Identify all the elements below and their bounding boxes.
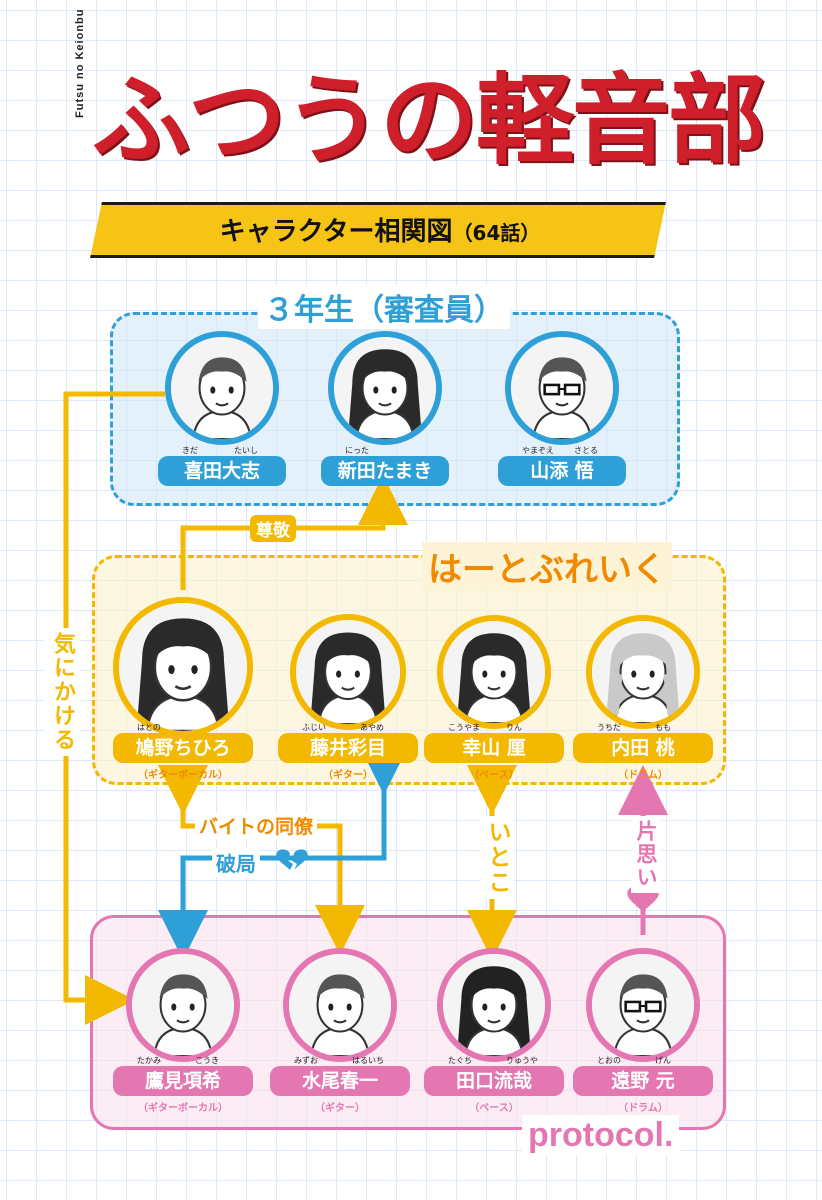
protocol-member-3-role: （ベース）: [469, 1103, 519, 1114]
girl-braids-portrait-icon: [592, 621, 694, 723]
girl-portrait-icon: [296, 620, 400, 724]
hartbreak-member-3-name: 幸山 厘: [424, 733, 564, 763]
hartbreak-member-4-name: 内田 桃: [573, 733, 713, 763]
hartbreak-member-2-portrait: [290, 614, 406, 730]
hartbreak-member-3-ruby-given: りん: [506, 723, 522, 732]
seniors-member-1-ruby-given: たいし: [234, 446, 258, 455]
seniors-member-1-name: 喜田大志: [158, 456, 286, 486]
hartbreak-member-4-role: （ドラム）: [618, 770, 668, 781]
coworker-label: バイトの同僚: [195, 812, 318, 839]
protocol-member-3-ruby-given: りゅうや: [506, 1056, 538, 1065]
protocol-member-2-portrait: [283, 948, 397, 1062]
protocol-member-1-role: （ギターボーカル）: [138, 1103, 228, 1114]
hartbreak-member-4-ruby-family: うちだ: [597, 723, 621, 732]
episode-label: （64話）: [452, 221, 541, 245]
hartbreak-member-2-name: 藤井彩目: [278, 733, 418, 763]
protocol-member-4-portrait: [586, 948, 700, 1062]
seniors-member-1-ruby-family: きだ: [182, 446, 198, 455]
boy-portrait-icon: [289, 954, 391, 1056]
cousin-label: いとこ: [480, 816, 514, 899]
protocol-member-2-role: （ギター）: [315, 1103, 365, 1114]
protocol-member-3-ruby-family: たぐち: [448, 1056, 472, 1065]
breakup-label: 破局: [212, 848, 260, 877]
seniors-member-3-ruby-given: さとる: [574, 446, 598, 455]
protocol-member-4-ruby-family: とおの: [597, 1056, 621, 1065]
broken-heart-icon: [276, 849, 308, 870]
protocol-member-3-name: 田口流哉: [424, 1066, 564, 1096]
protocol-member-2-ruby-given: はるいち: [352, 1056, 384, 1065]
protocol-member-1-ruby-given: こうき: [195, 1056, 219, 1065]
protocol-member-4-ruby-given: げん: [655, 1056, 671, 1065]
subtitle-label: キャラクター相関図: [219, 217, 453, 247]
hartbreak-member-3-portrait: [437, 615, 551, 729]
hartbreak-member-1-name: 鳩野ちひろ: [113, 733, 253, 763]
boy-glasses-portrait-icon: [511, 337, 613, 439]
boy-portrait-icon: [171, 337, 273, 439]
subtitle-text: キャラクター相関図（64話）: [130, 210, 630, 254]
respect-label: 尊敬: [250, 515, 296, 542]
hartbreak-member-4-portrait: [586, 615, 700, 729]
protocol-member-4-role: （ドラム）: [618, 1103, 668, 1114]
boy-portrait-icon: [132, 954, 234, 1056]
protocol-group-label: protocol.: [522, 1115, 680, 1155]
protocol-member-2-name: 水尾春一: [270, 1066, 410, 1096]
protocol-member-1-name: 鷹見項希: [113, 1066, 253, 1096]
hartbreak-member-2-ruby-given: あやめ: [360, 723, 384, 732]
seniors-member-2-ruby-family: にった: [345, 446, 369, 455]
seniors-member-3-portrait: [505, 331, 619, 445]
seniors-member-3-ruby-family: やまぞえ: [522, 446, 554, 455]
hartbreak-member-1-role: （ギターボーカル）: [138, 770, 228, 781]
curious-label: 気にかける: [44, 628, 80, 756]
girl-longhair-portrait-icon: [119, 603, 247, 731]
seniors-member-2-portrait: [328, 331, 442, 445]
protocol-member-1-portrait: [126, 948, 240, 1062]
hartbreak-member-1-ruby-family: はとの: [137, 723, 161, 732]
girl-portrait-icon: [334, 337, 436, 439]
hartbreak-member-4-ruby-given: もも: [655, 723, 671, 732]
seniors-member-1-portrait: [165, 331, 279, 445]
page-title: ふつうの軽音部: [92, 64, 766, 178]
hartbreak-member-2-role: （ギター）: [323, 770, 373, 781]
hartbreak-member-3-ruby-family: こうやま: [448, 723, 480, 732]
respect-arrow: [180, 475, 408, 590]
seniors-member-3-name: 山添 悟: [498, 456, 626, 486]
protocol-member-4-name: 遠野 元: [573, 1066, 713, 1096]
hartbreak-member-2-ruby-family: ふじい: [302, 723, 326, 732]
girl-bob-portrait-icon: [443, 621, 545, 723]
hartbreak-member-3-role: （ベース）: [469, 770, 519, 781]
seniors-member-2-name: 新田たまき: [321, 456, 449, 486]
protocol-member-3-portrait: [437, 948, 551, 1062]
boy-longhair-portrait-icon: [443, 954, 545, 1056]
protocol-member-2-ruby-family: みずお: [294, 1056, 318, 1065]
hartbreak-group-label: はーとぶれいく: [422, 542, 672, 591]
protocol-member-1-ruby-family: たかみ: [137, 1056, 161, 1065]
seniors-group-label: ３年生（審査員）: [258, 285, 510, 329]
boy-glasses-portrait-icon: [592, 954, 694, 1056]
hartbreak-member-1-portrait: [113, 597, 253, 737]
crush-label: 片思い: [631, 816, 661, 893]
